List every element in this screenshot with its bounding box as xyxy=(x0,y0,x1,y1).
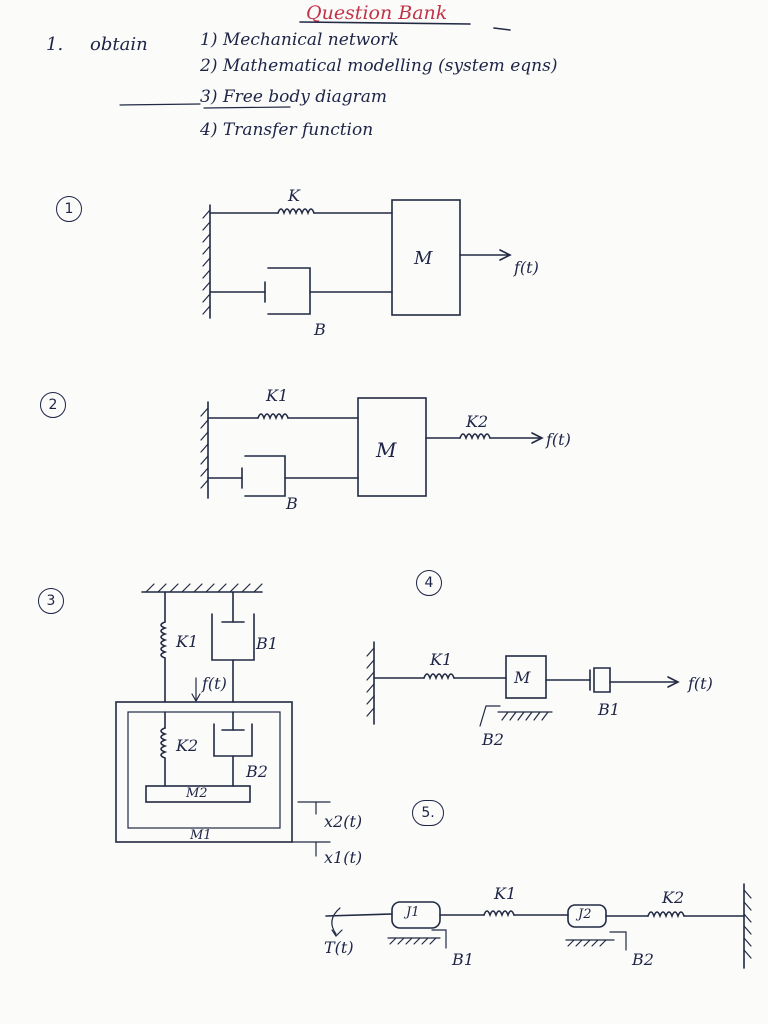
p4-mass-label: M xyxy=(514,668,531,687)
p4-friction-pointer xyxy=(479,705,501,727)
p1-spring-label: K xyxy=(288,186,300,205)
p1-damper-cylinder xyxy=(267,267,311,315)
p5-torque-arrowhead xyxy=(331,929,343,937)
p5-spring2 xyxy=(647,911,685,919)
p5-torque-label: T(t) xyxy=(324,938,354,957)
p2-force-arrowhead xyxy=(531,432,544,444)
problem-3-diagram xyxy=(115,583,331,857)
p3-mass-outer xyxy=(115,701,293,843)
p4-friction-label: B2 xyxy=(482,730,504,749)
p3-mass-outer-label: M1 xyxy=(190,828,212,843)
step-4: 4) Transfer function xyxy=(200,120,374,140)
p4-spring xyxy=(423,673,455,681)
p5-ground1-hatch xyxy=(389,937,437,945)
p3-spring2-label: K2 xyxy=(176,736,199,755)
problem-5-number: 5. xyxy=(412,800,444,826)
p3-damper2-label: B2 xyxy=(246,762,268,781)
page-title: Question Bank xyxy=(306,2,448,24)
p5-spring1-label: K1 xyxy=(494,884,517,903)
p1-spring xyxy=(277,208,315,216)
p2-force-label: f(t) xyxy=(546,430,571,449)
p2-spring2-label: K2 xyxy=(466,412,489,431)
step3-dash xyxy=(119,103,201,106)
p2-mass-label: M xyxy=(376,438,397,462)
problem-4-diagram xyxy=(366,641,680,727)
p3-mass-inner xyxy=(145,785,251,803)
p3-disp2-label: x2(t) xyxy=(324,812,363,831)
p3-spring1 xyxy=(160,621,168,659)
question-number: 1. xyxy=(46,34,64,55)
p1-mass-label: M xyxy=(414,248,433,269)
problem-2-number: 2 xyxy=(40,392,66,418)
step-3: 3) Free body diagram xyxy=(200,87,388,107)
p5-wall-hatch xyxy=(743,889,752,959)
p4-spring-label: K1 xyxy=(430,650,453,669)
p4-mass xyxy=(505,655,547,699)
p2-damper-label: B xyxy=(286,494,298,513)
p1-damper-label: B xyxy=(314,320,326,339)
p3-force-label: f(t) xyxy=(202,674,227,693)
step-1: 1) Mechanical network xyxy=(200,30,399,50)
title-mark xyxy=(493,27,511,31)
p4-wall-hatch xyxy=(366,647,375,717)
p3-damper1-label: B1 xyxy=(256,634,278,653)
step3-underline xyxy=(203,106,291,109)
p5-spring1 xyxy=(483,910,515,918)
p1-wall-hatch xyxy=(202,209,211,315)
p2-spring1-label: K1 xyxy=(266,386,289,405)
p4-force-arrowhead xyxy=(667,676,680,688)
problem-1-number: 1 xyxy=(56,196,82,222)
p5-torque-arc xyxy=(331,907,341,935)
p2-wall-hatch xyxy=(200,407,209,489)
p1-force-arrowhead xyxy=(499,249,512,261)
p2-spring1 xyxy=(257,413,289,421)
p5-friction1-label: B1 xyxy=(452,950,474,969)
p2-spring2 xyxy=(459,433,491,441)
p2-damper-cylinder xyxy=(244,455,286,497)
p5-inertia1-label: J1 xyxy=(406,905,420,920)
p2-mass xyxy=(357,397,427,497)
p3-mass-inner-label: M2 xyxy=(186,786,208,801)
p3-spring2 xyxy=(160,727,168,759)
p3-spring1-label: K1 xyxy=(176,632,199,651)
problem-3-number: 3 xyxy=(38,588,64,614)
problem-5-diagram xyxy=(325,883,752,969)
p1-mass xyxy=(391,199,461,316)
p4-damper-cylinder xyxy=(593,667,611,693)
p5-friction2-label: B2 xyxy=(632,950,654,969)
question-word: obtain xyxy=(90,34,148,55)
problem-4-number: 4 xyxy=(416,570,442,596)
p4-ground-hatch xyxy=(501,711,549,721)
step-2: 2) Mathematical modelling (system eqns) xyxy=(200,56,558,76)
p3-force-arrowhead xyxy=(191,693,201,703)
title-underline xyxy=(299,21,471,25)
p5-spring2-label: K2 xyxy=(662,888,685,907)
p5-shaft-left xyxy=(325,913,393,917)
p5-friction2-pointer xyxy=(609,931,627,951)
p4-damper1-label: B1 xyxy=(598,700,620,719)
problem-2-diagram xyxy=(200,397,544,499)
p1-force-label: f(t) xyxy=(514,258,539,277)
p3-mass-outer-inner xyxy=(127,711,281,829)
p5-inertia2-label: J2 xyxy=(578,907,592,922)
p4-force-label: f(t) xyxy=(688,674,713,693)
p3-ceiling-hatch xyxy=(145,583,263,593)
p5-ground2-hatch xyxy=(567,939,607,947)
p3-disp1-label: x1(t) xyxy=(324,848,363,867)
problem-1-diagram xyxy=(202,199,512,319)
p5-friction1-pointer xyxy=(431,929,447,949)
